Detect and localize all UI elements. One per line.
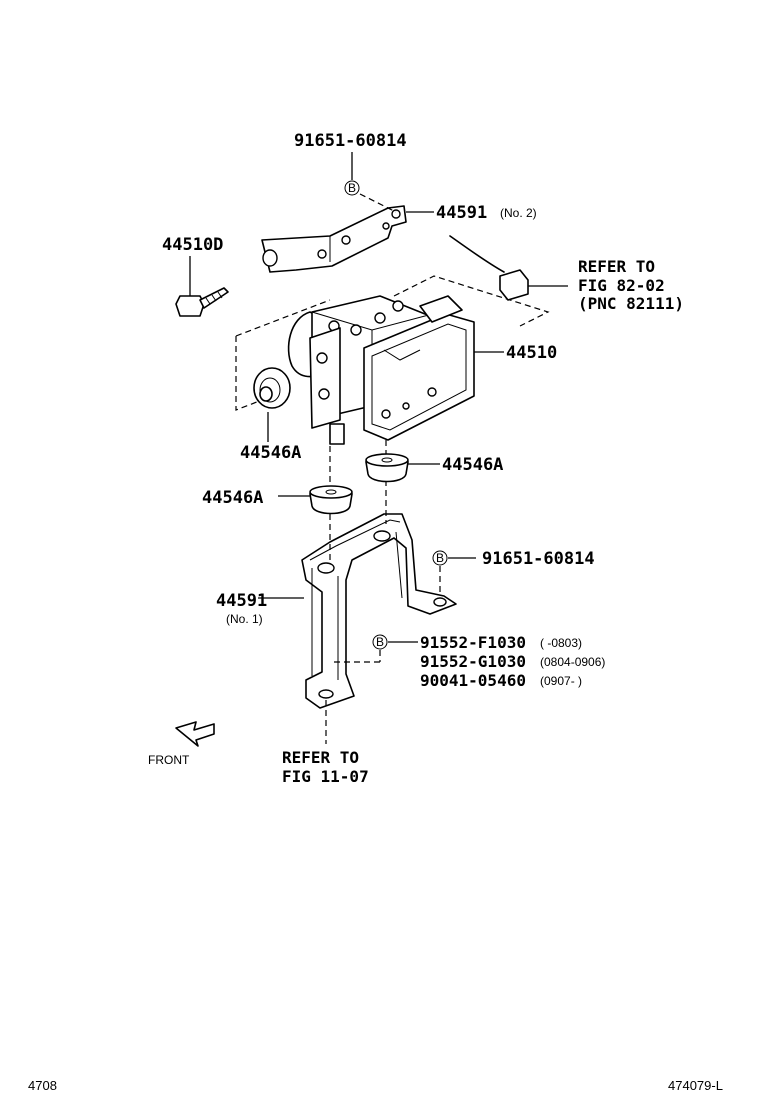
label-bracket-no2: 44591 bbox=[436, 203, 487, 223]
label-part-c-range: (0907- ) bbox=[540, 674, 582, 688]
cushion-lower bbox=[278, 485, 353, 515]
label-actuator: 44510 bbox=[506, 343, 557, 363]
label-cushion-right: 44546A bbox=[442, 455, 503, 475]
label-bracket-no1-note: (No. 1) bbox=[226, 612, 263, 626]
label-bolt-right: 91651-60814 bbox=[482, 549, 595, 569]
footer-right: 474079-L bbox=[668, 1078, 723, 1093]
label-bolt-top: 91651-60814 bbox=[294, 131, 407, 151]
b-marker-top: B bbox=[344, 152, 397, 213]
label-front: FRONT bbox=[148, 753, 190, 767]
label-part-b: 91552-G1030 bbox=[420, 652, 526, 671]
harness-connector bbox=[449, 235, 568, 301]
label-refer-fig82-3: (PNC 82111) bbox=[578, 294, 684, 313]
bracket-no1 bbox=[258, 513, 457, 709]
bracket-no2 bbox=[261, 205, 407, 273]
svg-text:B: B bbox=[376, 635, 384, 649]
label-part-b-range: (0804-0906) bbox=[540, 655, 605, 669]
abs-actuator bbox=[287, 295, 475, 445]
label-part-a-range: ( -0803) bbox=[540, 636, 582, 650]
label-refer-fig82-1: REFER TO bbox=[578, 257, 655, 276]
svg-text:B: B bbox=[436, 551, 444, 565]
b-marker-right: B bbox=[432, 550, 476, 594]
footer-left: 4708 bbox=[28, 1078, 57, 1093]
label-cushion-left: 44546A bbox=[240, 443, 301, 463]
label-refer-fig82-2: FIG 82-02 bbox=[578, 276, 665, 295]
front-arrow-icon bbox=[175, 721, 215, 747]
bolt-44510d bbox=[175, 256, 229, 317]
label-part-c: 90041-05460 bbox=[420, 671, 526, 690]
label-refer-fig11-2: FIG 11-07 bbox=[282, 767, 369, 786]
label-part-a: 91552-F1030 bbox=[420, 633, 526, 652]
cushion-left bbox=[253, 367, 291, 442]
label-cushion-lower: 44546A bbox=[202, 488, 263, 508]
svg-text:B: B bbox=[348, 181, 356, 195]
label-refer-fig11-1: REFER TO bbox=[282, 748, 359, 767]
b-marker-lower: B bbox=[330, 634, 418, 663]
label-bracket-no2-note: (No. 2) bbox=[500, 206, 537, 220]
label-bracket-no1: 44591 bbox=[216, 591, 267, 611]
cushion-right bbox=[365, 453, 440, 483]
label-bolt-left: 44510D bbox=[162, 235, 223, 255]
